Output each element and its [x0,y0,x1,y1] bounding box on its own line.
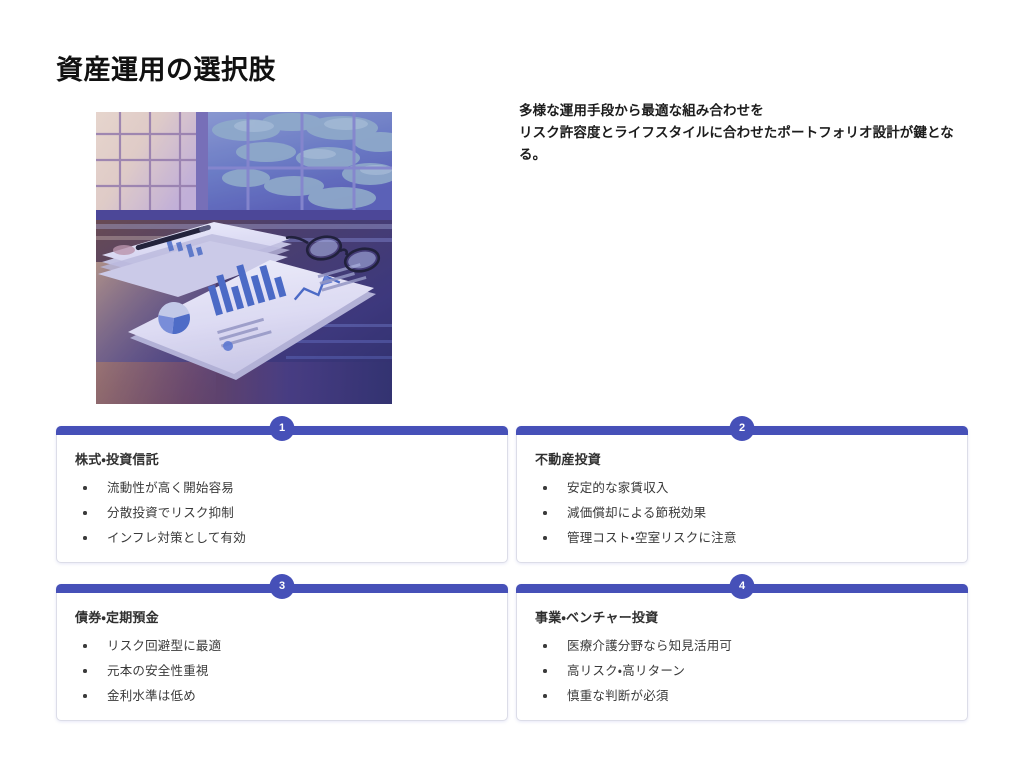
info-card-4[interactable]: 4 事業・ベンチャー投資 医療介護分野なら知見活用可 高リスク・高リターン 慎重… [516,574,968,721]
info-card-3[interactable]: 3 債券・定期預金 リスク回避型に最適 元本の安全性重視 金利水準は低め [56,574,508,721]
card-bullet-list: 安定的な家賃収入 減価償却による節税効果 管理コスト・空室リスクに注意 [535,475,949,550]
card-bullet: 元本の安全性重視 [75,658,489,683]
card-title: 不動産投資 [535,452,602,467]
card-number-badge: 4 [729,574,755,599]
card-bullet: 流動性が高く開始容易 [75,475,489,500]
lead-line-2: リスク許容度とライフスタイルに合わせたポートフォリオ設計が鍵となる。 [519,124,954,162]
card-bullet-list: 医療介護分野なら知見活用可 高リスク・高リターン 慎重な判断が必須 [535,633,949,708]
card-bullet: リスク回避型に最適 [75,633,489,658]
card-bullet: 慎重な判断が必須 [535,683,949,708]
card-title: 株式・投資信託 [75,452,159,467]
lead-line-1: 多様な運用手段から最適な組み合わせを [519,103,764,118]
card-bullet: 高リスク・高リターン [535,658,949,683]
card-bullet-list: 流動性が高く開始容易 分散投資でリスク抑制 インフレ対策として有効 [75,475,489,550]
card-number-badge: 2 [729,416,755,441]
lead-paragraph: 多様な運用手段から最適な組み合わせを リスク許容度とライフスタイルに合わせたポー… [519,100,971,166]
info-card-2[interactable]: 2 不動産投資 安定的な家賃収入 減価償却による節税効果 管理コスト・空室リスク… [516,416,968,563]
card-bullet: 金利水準は低め [75,683,489,708]
card-bullet: インフレ対策として有効 [75,525,489,550]
card-grid: 1 株式・投資信託 流動性が高く開始容易 分散投資でリスク抑制 インフレ対策とし… [56,416,968,721]
card-number-badge: 3 [269,574,295,599]
card-title: 事業・ベンチャー投資 [535,610,659,625]
card-bullet: 分散投資でリスク抑制 [75,500,489,525]
info-card-1[interactable]: 1 株式・投資信託 流動性が高く開始容易 分散投資でリスク抑制 インフレ対策とし… [56,416,508,563]
desk-financial-documents-photo [96,112,392,404]
card-bullet: 安定的な家賃収入 [535,475,949,500]
card-number-badge: 1 [269,416,295,441]
card-bullet: 管理コスト・空室リスクに注意 [535,525,949,550]
card-title: 債券・定期預金 [75,610,159,625]
card-bullet: 減価償却による節税効果 [535,500,949,525]
card-bullet: 医療介護分野なら知見活用可 [535,633,949,658]
card-bullet-list: リスク回避型に最適 元本の安全性重視 金利水準は低め [75,633,489,708]
hero-image [96,112,392,404]
page-title: 資産運用の選択肢 [56,55,276,86]
